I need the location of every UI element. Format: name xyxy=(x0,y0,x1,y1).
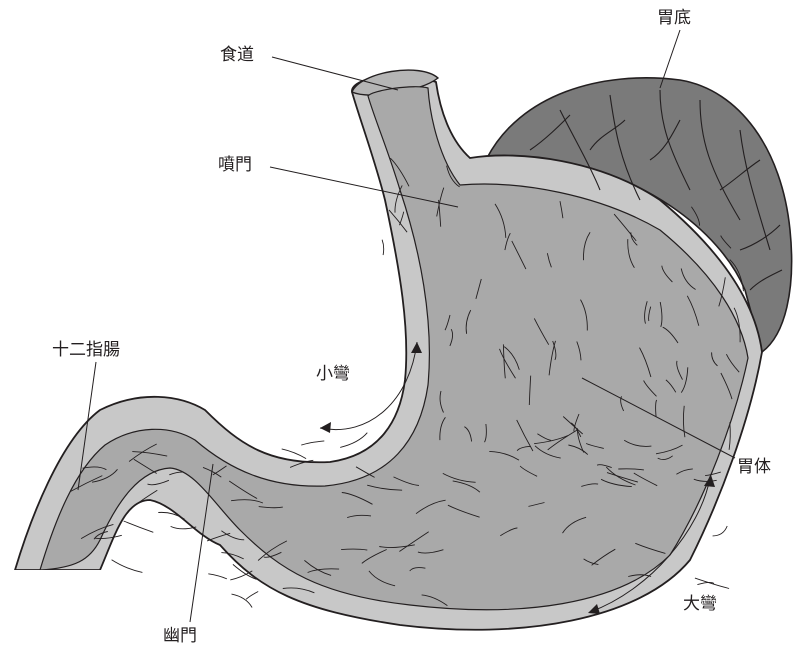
arrowhead-lesser-left xyxy=(320,422,331,433)
fold-line xyxy=(246,592,258,600)
fold-line xyxy=(340,433,367,448)
fold-line xyxy=(208,574,227,579)
fold-line xyxy=(713,526,728,536)
fold-line xyxy=(124,521,154,532)
fold-line xyxy=(382,240,384,255)
fold-line xyxy=(695,578,729,588)
fold-line xyxy=(232,594,253,607)
label-pylorus: 幽門 xyxy=(163,628,197,645)
label-duodenum: 十二指腸 xyxy=(52,342,120,359)
label-esophagus: 食道 xyxy=(220,47,254,64)
label-fundus: 胃底 xyxy=(657,10,691,27)
fold-line xyxy=(301,441,324,445)
label-greater-curvature: 大彎 xyxy=(683,596,717,613)
label-body: 胃体 xyxy=(737,459,771,476)
fold-line xyxy=(282,449,306,459)
label-cardia: 噴門 xyxy=(218,157,252,174)
label-lesser-curvature: 小彎 xyxy=(316,366,350,383)
